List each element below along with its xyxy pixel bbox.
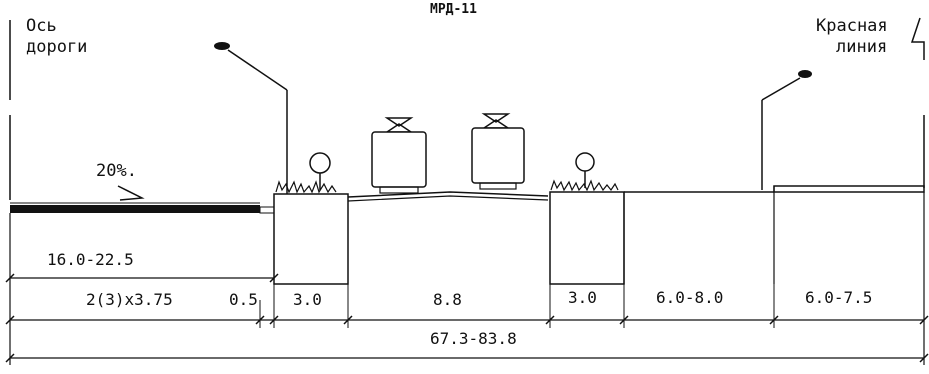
slope-label: 20%. <box>96 161 137 181</box>
dim-carriageway-total: 16.0-22.5 <box>47 250 134 269</box>
tree-right-icon <box>575 152 595 172</box>
dim-green-strip-right: 3.0 <box>568 288 597 307</box>
curb-edge-strip <box>259 206 275 214</box>
dim-green-strip-left: 3.0 <box>293 290 322 309</box>
grass-right <box>550 179 619 192</box>
street-light-right-arm <box>761 77 801 101</box>
tram-car-2-icon <box>471 113 525 190</box>
red-line-label-line1: Красная <box>816 16 888 36</box>
street-light-left-arm <box>227 49 288 91</box>
dim-tram-track: 8.8 <box>433 290 462 309</box>
red-line-label-line2: линия <box>836 37 887 57</box>
red-line-symbol <box>910 17 925 60</box>
road-axis-label-line1: Ось <box>26 16 57 36</box>
dim-overall-width: 67.3-83.8 <box>430 329 517 348</box>
street-light-right-lamp-icon <box>798 70 812 78</box>
tram-track-base <box>347 195 549 202</box>
green-strip-right-block <box>549 191 625 285</box>
dim-edge-strip: 0.5 <box>229 290 258 309</box>
dimension-ticks <box>5 273 929 363</box>
dim-segment-5: 6.0-8.0 <box>656 288 723 307</box>
sidewalk-right <box>773 185 925 193</box>
diagram-title: МРД-11 <box>430 2 477 17</box>
dim-segment-6: 6.0-7.5 <box>805 288 872 307</box>
street-light-left-lamp-icon <box>214 42 230 50</box>
tram-track-surface <box>347 191 549 198</box>
grass-left <box>275 180 337 194</box>
tram-car-1-icon <box>371 117 427 194</box>
carriageway-asphalt <box>10 205 260 213</box>
slope-arrow <box>117 185 145 201</box>
tree-left-icon <box>309 152 331 174</box>
green-strip-left-block <box>273 193 349 285</box>
dim-lanes: 2(3)x3.75 <box>86 290 173 309</box>
road-axis-label-line2: дороги <box>26 37 87 57</box>
